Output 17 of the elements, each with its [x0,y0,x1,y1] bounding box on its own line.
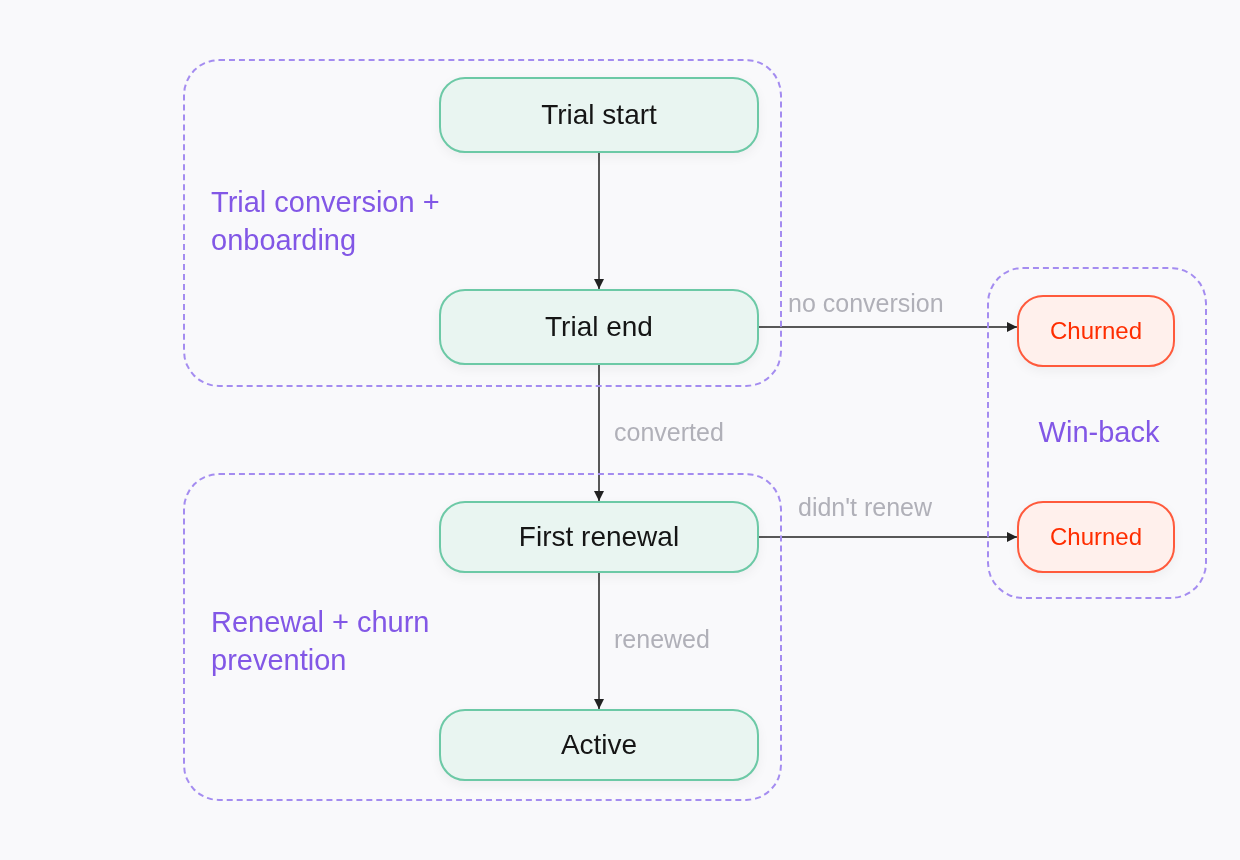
group-label: Win-back [1037,415,1161,450]
state-box: First renewal [439,501,759,573]
group-frame [987,267,1207,599]
group-frame [183,473,782,801]
arrow [594,572,604,710]
group-label: Renewal + churn prevention [211,605,431,678]
arrow [758,532,1018,542]
arrow [594,152,604,290]
churned-state-box: Churned [1017,295,1175,367]
state-box: Trial end [439,289,759,365]
arrow [758,322,1018,332]
churned-state-box: Churned [1017,501,1175,573]
group-label: Trial conversion + onboarding [211,185,441,258]
state-box: Trial start [439,77,759,153]
state-box: Active [439,709,759,781]
group-frame [183,59,782,387]
arrow [594,364,604,502]
